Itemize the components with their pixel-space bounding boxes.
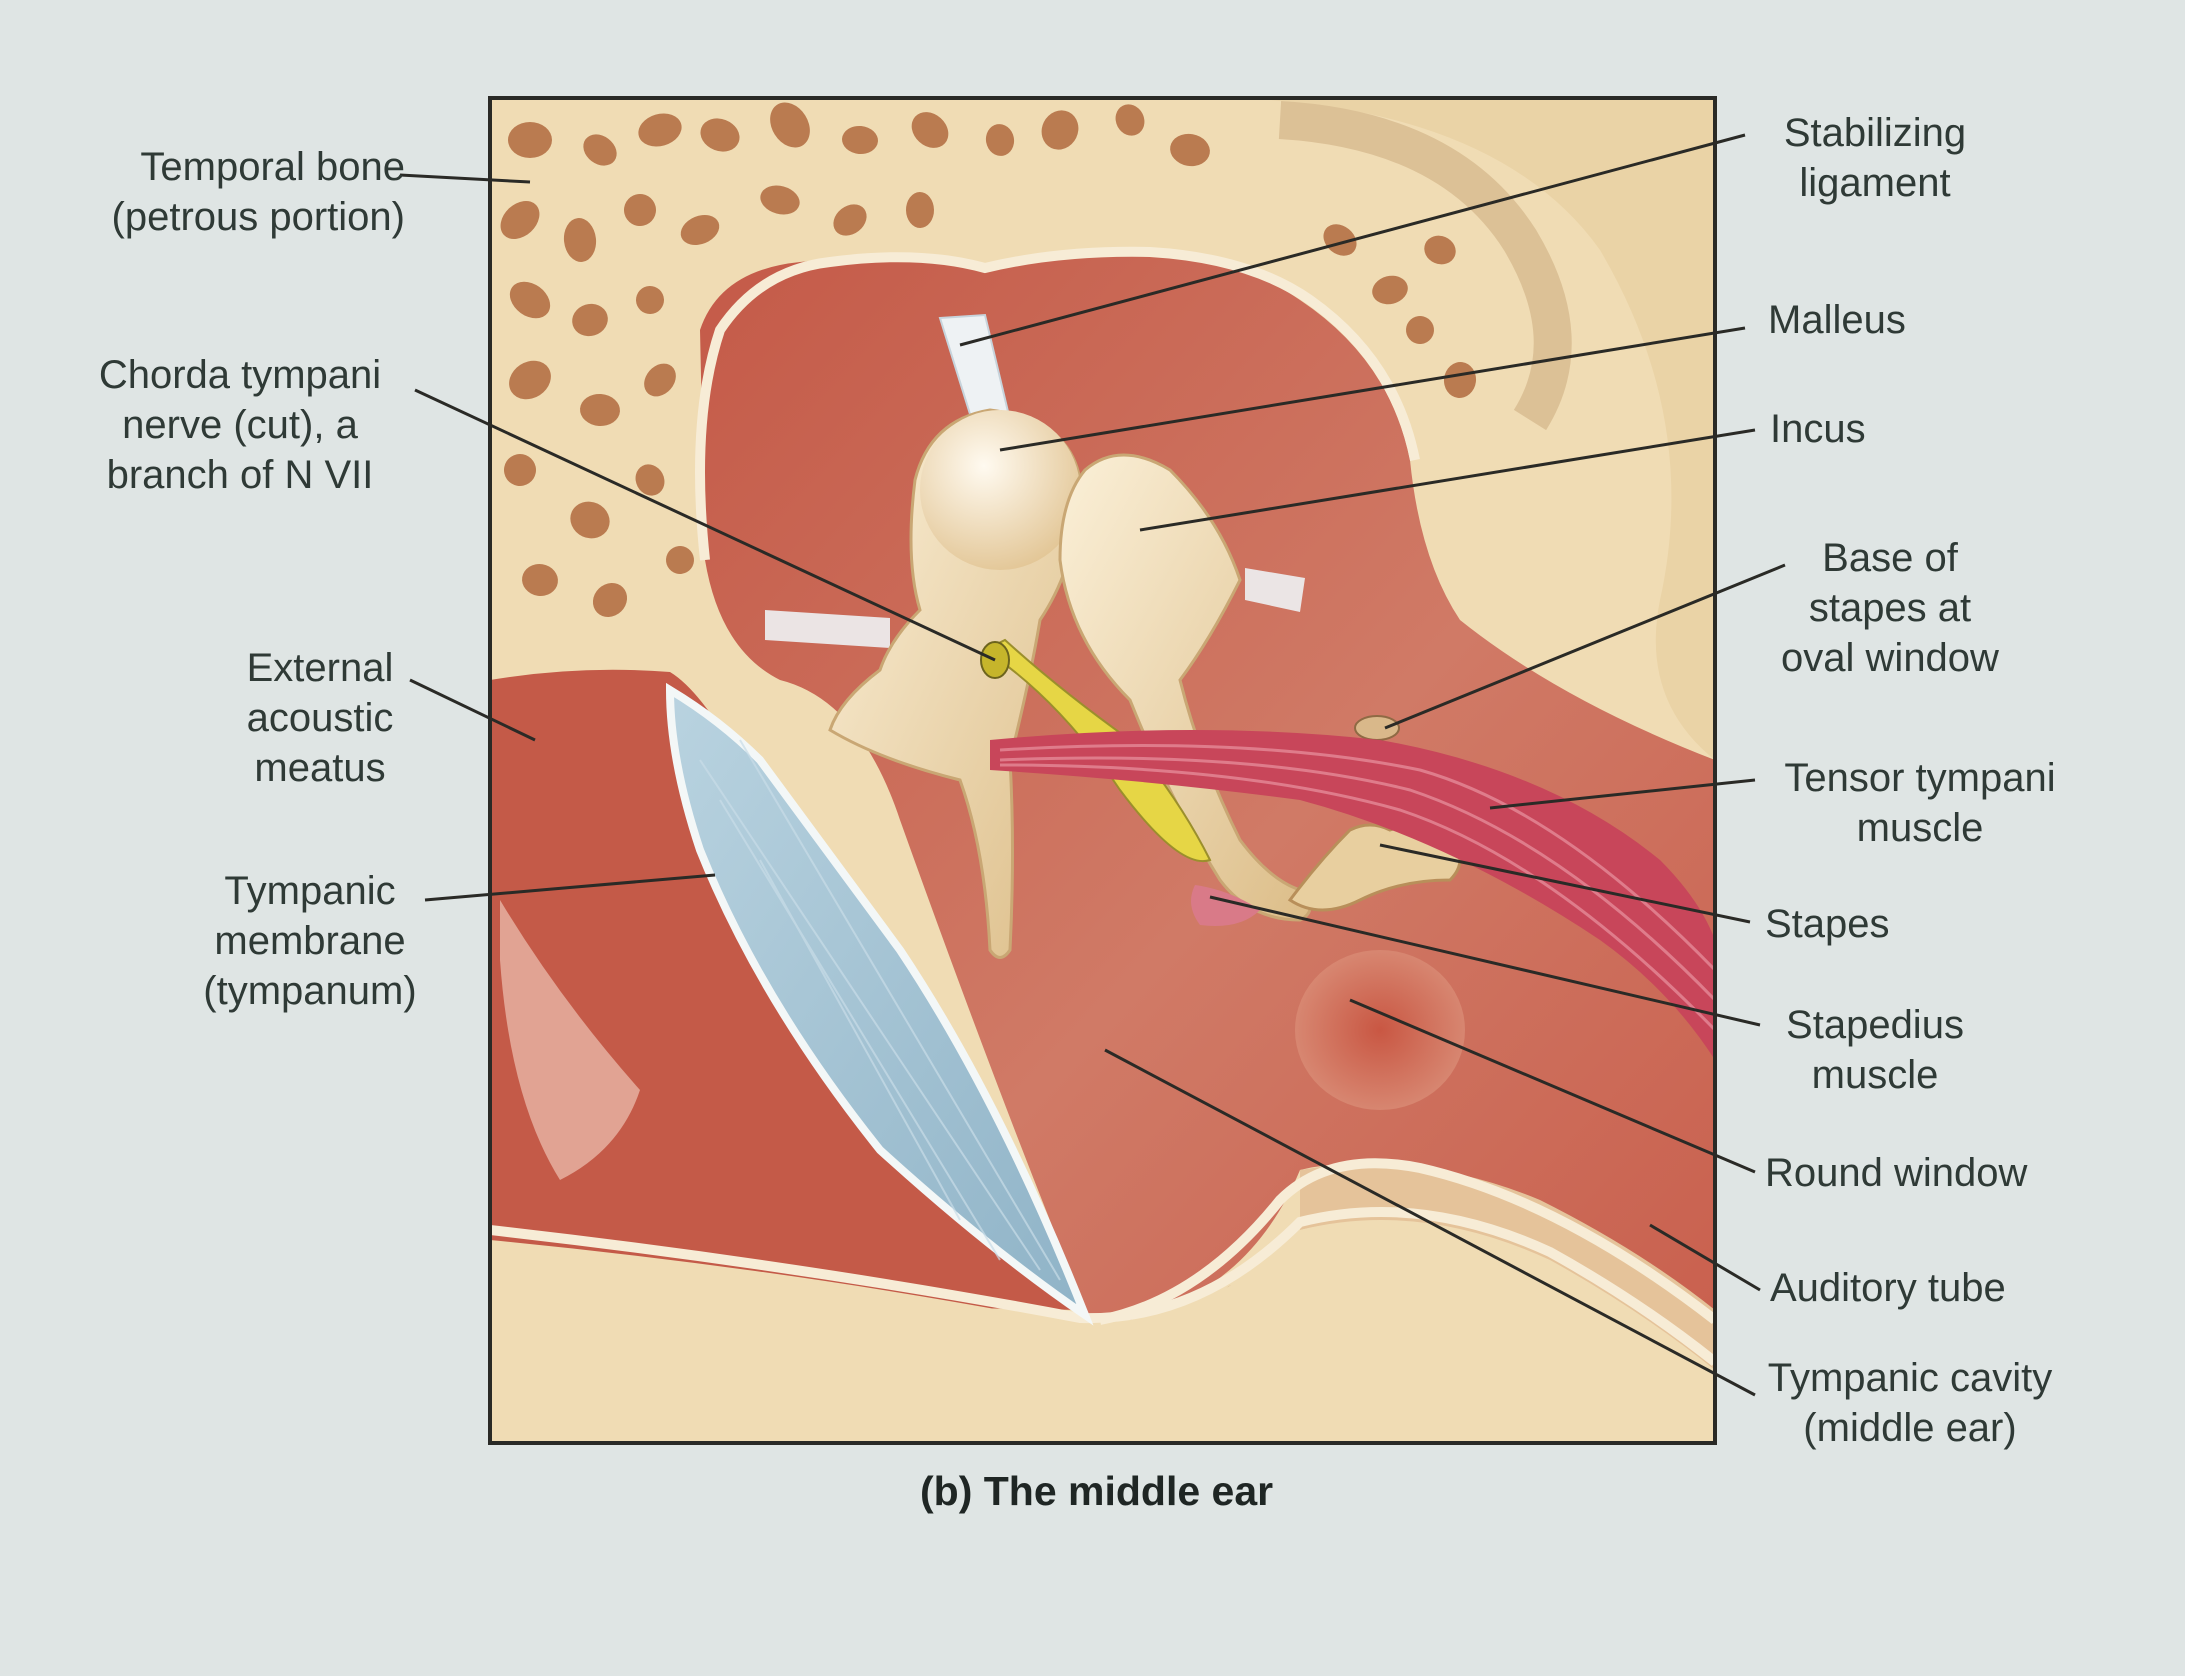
bone-pore (522, 563, 558, 597)
bone-pore (509, 360, 551, 400)
bone-pore (624, 194, 656, 226)
bone-pore (509, 281, 551, 319)
lower-bone-edge (490, 1207, 1715, 1366)
bone-pore (760, 185, 800, 215)
label-tympanic-cavity: Tympanic cavity (middle ear) (1767, 1356, 2053, 1450)
leader-tympanic-cavity (1104, 1048, 1756, 1397)
bone-pore (1443, 362, 1477, 398)
bone-pore (1406, 316, 1434, 344)
bone-pore (572, 303, 608, 337)
label-malleus: Malleus (1768, 298, 1906, 342)
bone-pore (580, 393, 620, 427)
bone-pore (635, 464, 665, 496)
bone-pore (1170, 133, 1210, 167)
cavity-wall-outline (695, 246, 1420, 561)
lower-bone (490, 1220, 1715, 1443)
bone-pore (1372, 275, 1408, 305)
leader-base-of-stapes (1384, 563, 1786, 730)
bone-pore (583, 134, 617, 166)
leader-chorda-tympani (414, 388, 996, 662)
label-incus: Incus (1770, 407, 1866, 451)
bone-pore (508, 122, 552, 158)
leader-stapes (1379, 843, 1751, 924)
tensor-tympani-fibers (999, 744, 1715, 1032)
label-tensor-tympani: Tensor tympani muscle (1784, 756, 2056, 850)
leader-tensor-tympani (1489, 778, 1756, 810)
round-window (1295, 950, 1465, 1110)
bone-pore (504, 454, 536, 486)
label-stapes: Stapes (1765, 902, 1890, 946)
label-round-window: Round window (1765, 1151, 2028, 1195)
tensor-tympani-muscle (990, 730, 1715, 1060)
bone-pore (680, 215, 720, 245)
malleus-head (920, 410, 1080, 570)
bone-pore (985, 124, 1015, 156)
bone-pore (1424, 235, 1456, 265)
stapes-base (1354, 715, 1400, 741)
bone-pore (500, 200, 540, 240)
figure-caption: (b) The middle ear (920, 1468, 1274, 1514)
label-external-acoustic-meatus: External acoustic meatus (246, 646, 394, 790)
bone-pore (905, 192, 935, 228)
leader-temporal-bone (399, 173, 531, 184)
leader-stapedius (1209, 895, 1761, 1027)
bone-pore (636, 286, 664, 314)
leader-round-window (1349, 998, 1756, 1174)
leader-external-meatus (409, 678, 536, 742)
leader-incus (1139, 428, 1756, 532)
label-auditory-tube: Auditory tube (1770, 1266, 2006, 1310)
bone-pore (911, 112, 949, 148)
bone-pore (700, 118, 740, 152)
label-stapedius: Stapedius muscle (1786, 1003, 1964, 1097)
label-stabilizing-ligament: Stabilizing ligament (1783, 111, 1967, 205)
auditory-tube-channel (1300, 1164, 1715, 1380)
bone-pore (1041, 110, 1079, 150)
membrane-fibers (699, 739, 1061, 1281)
figure-frame (488, 96, 1717, 1445)
bone-pore (770, 102, 810, 148)
inner-ear-canal (1278, 101, 1572, 431)
bone-pore (644, 363, 676, 397)
bone-pore (592, 583, 628, 617)
bone-pore (1115, 104, 1145, 136)
leader-tympanic-membrane (424, 873, 716, 902)
bone-pore (833, 204, 867, 236)
bone-pore (666, 546, 694, 574)
leader-malleus (999, 326, 1746, 452)
bone-pore (570, 501, 610, 539)
leader-auditory-tube (1649, 1223, 1761, 1292)
meatus-highlight (500, 900, 640, 1180)
incus-ligament (1245, 568, 1305, 612)
illustration-content (490, 98, 1715, 1443)
label-tympanic-membrane: Tympanic membrane (tympanum) (203, 869, 417, 1013)
label-temporal-bone: Temporal bone (petrous portion) (111, 145, 405, 239)
stapedius-muscle (1191, 885, 1260, 926)
bone-pore (638, 113, 682, 147)
bone-pore (842, 125, 878, 155)
bone-pore (1323, 224, 1357, 256)
label-base-of-stapes: Base of stapes at oval window (1781, 536, 1999, 680)
leader-lines (399, 133, 1786, 1397)
leader-stabilizing-ligament (959, 133, 1746, 347)
malleus-ligament (765, 610, 890, 648)
label-chorda-tympani: Chorda tympani nerve (cut), a branch of … (98, 353, 382, 497)
bone-pore (563, 218, 597, 262)
inner-ear-bony-shape (1240, 98, 1715, 760)
auditory-tube-wall (1099, 1158, 1715, 1325)
